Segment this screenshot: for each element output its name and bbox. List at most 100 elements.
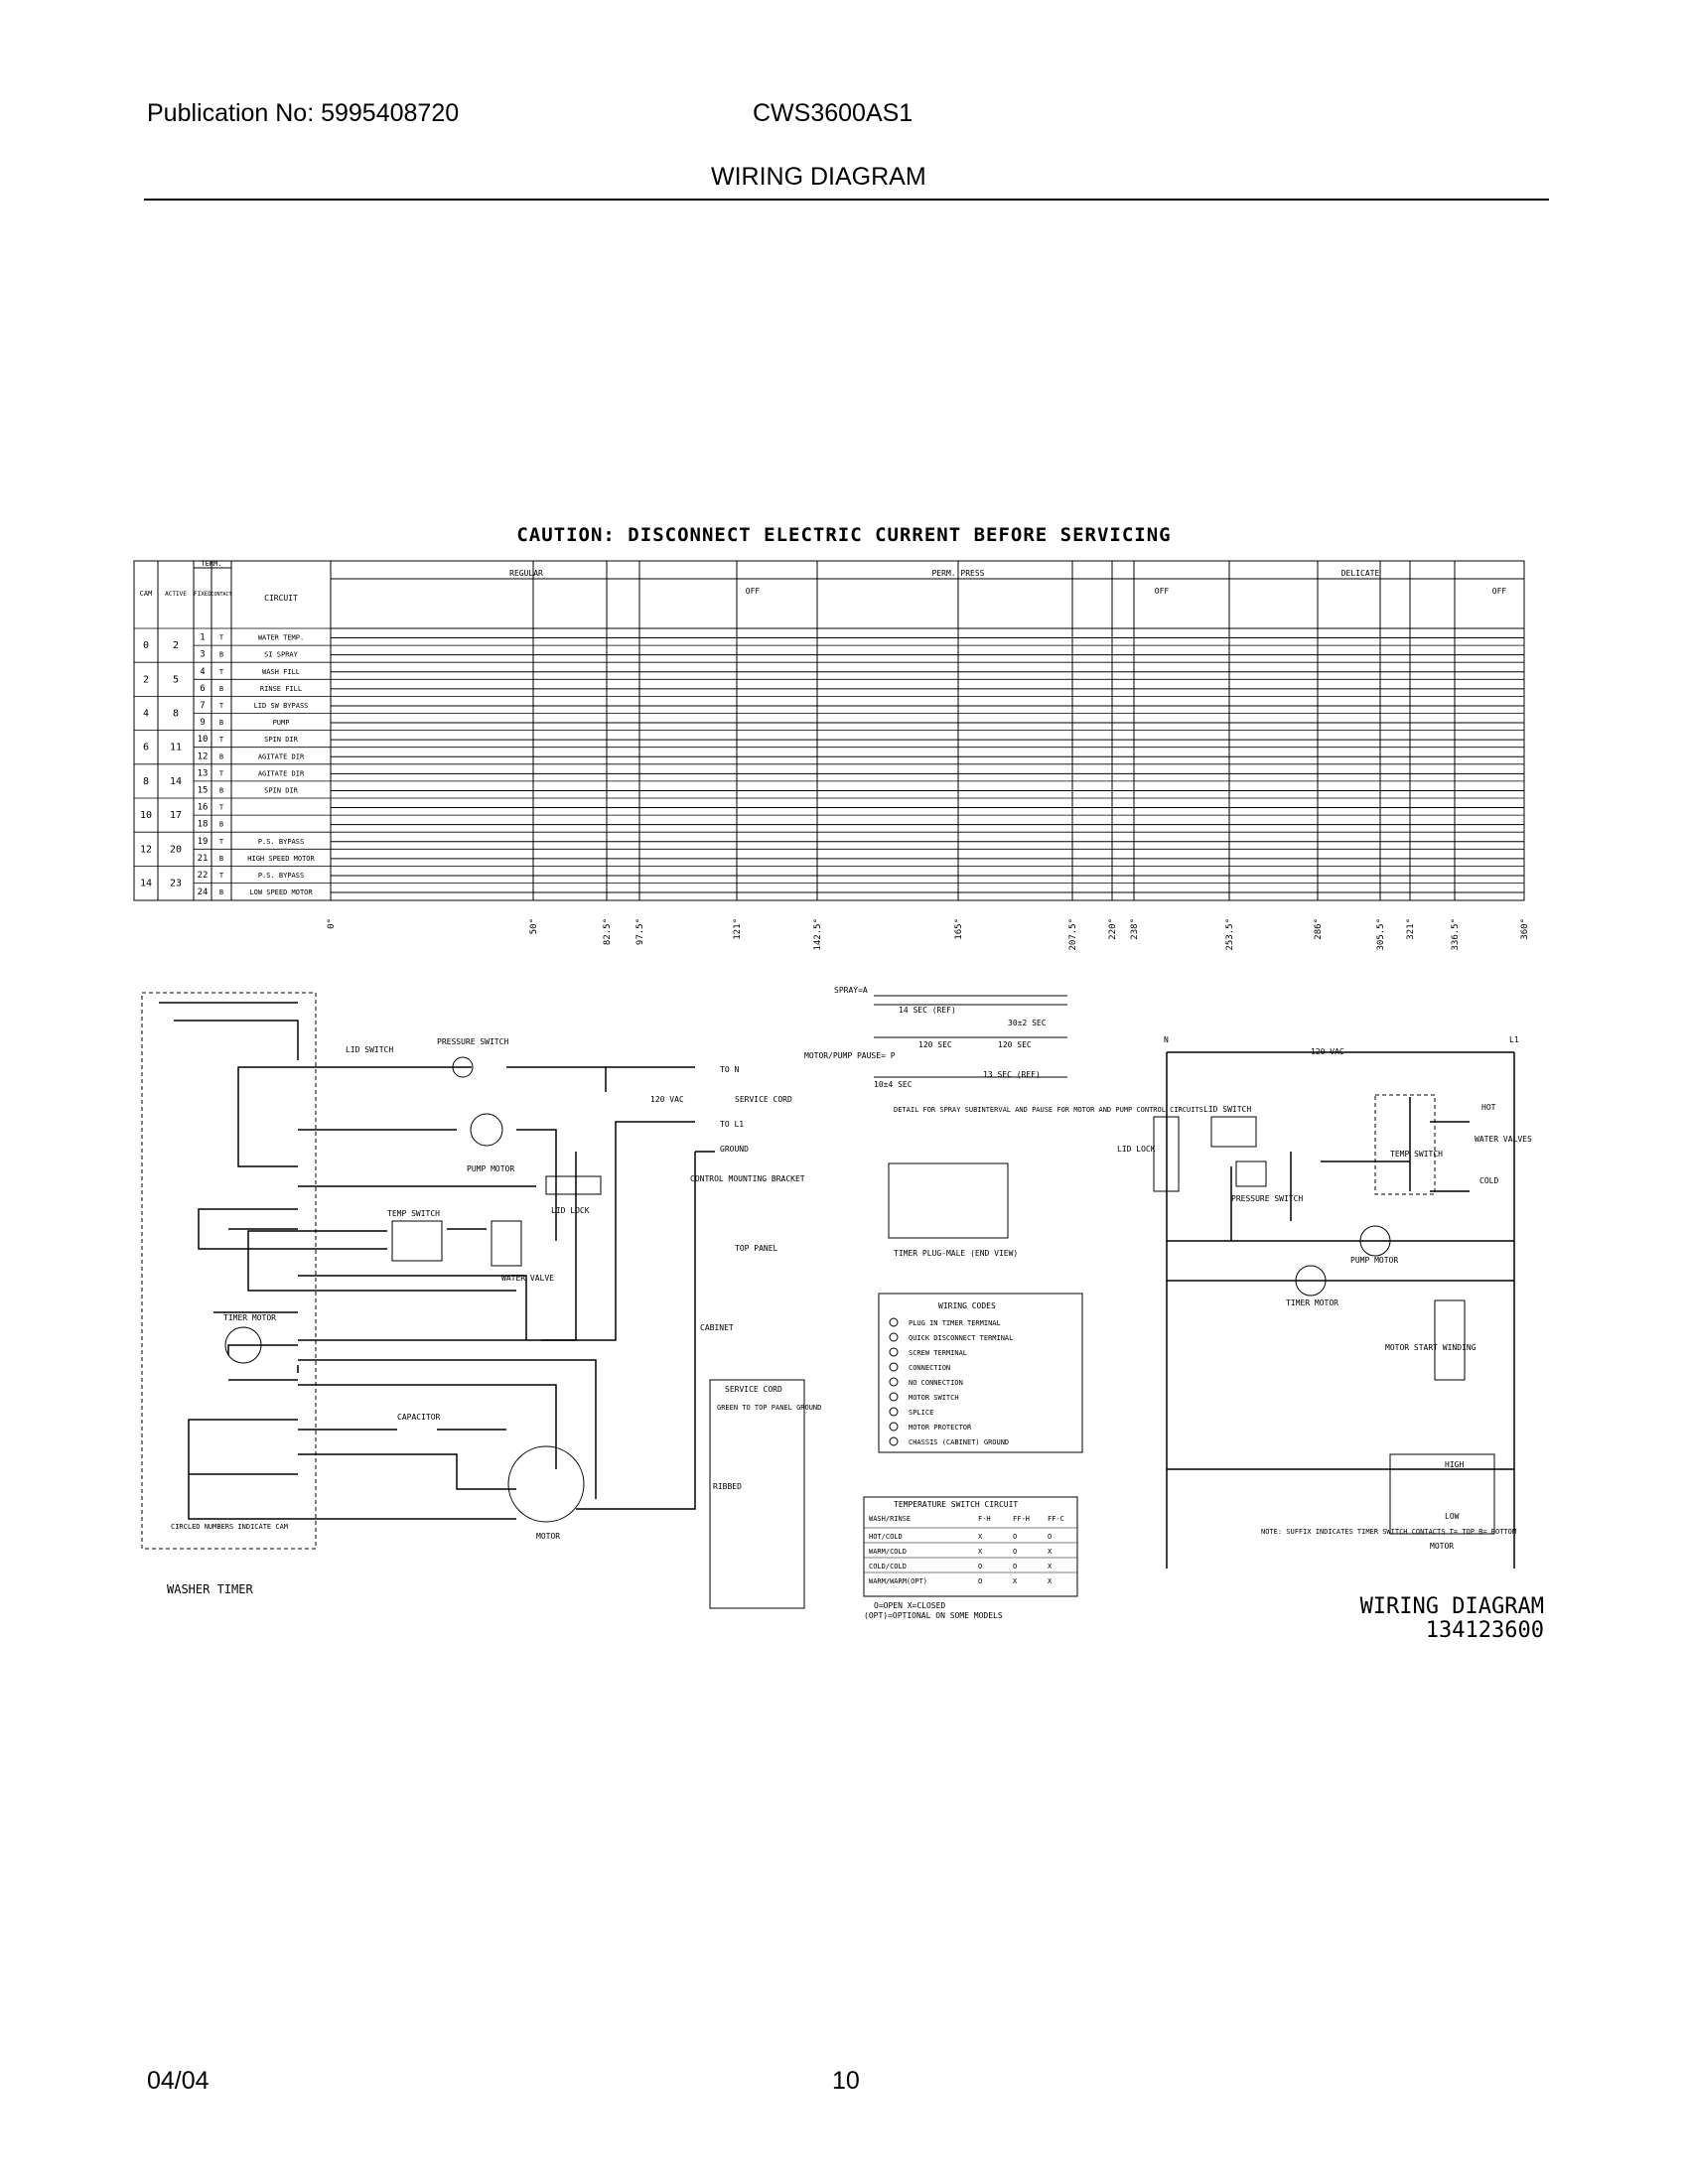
schem-high: HIGH [1445,1460,1464,1469]
schem-cold: COLD [1479,1176,1498,1185]
active-number: 23 [170,879,182,889]
circuit-name: SPIN DIR [264,736,299,744]
cam-number: 8 [143,776,149,787]
water-valve-box [491,1220,522,1267]
temp-table-cell: X [1048,1548,1053,1556]
spray-label: SPRAY=A [834,986,868,995]
temp-table-title: TEMPERATURE SWITCH CIRCUIT [894,1500,1018,1509]
plug-end-view [888,1162,1009,1239]
degree-label: 121° [733,918,743,940]
head-term: TERM. [201,560,221,568]
fixed-number: 4 [200,667,205,677]
schem-timer-motor: TIMER MOTOR [1286,1298,1338,1307]
wiring-codes-box [878,1293,1083,1453]
code-symbol-icon [889,1436,899,1446]
temp-note: (OPT)=OPTIONAL ON SOME MODELS [864,1611,1003,1620]
degree-label: 360° [1520,918,1530,940]
schem-valves: WATER VALVES [1475,1135,1532,1144]
model-number: CWS3600AS1 [753,99,914,127]
schem-lid-switch: LID SWITCH [1203,1105,1251,1114]
spray-detail-lines [874,995,1067,1078]
service-cord-green: GREEN TO TOP PANEL GROUND [717,1404,821,1412]
schematic-start-winding [1434,1299,1466,1381]
temp-table-cell: COLD/COLD [869,1563,907,1570]
schematic-pump-motor [1359,1225,1391,1257]
circuit-name: P.S. BYPASS [258,872,304,880]
service-cord-title: SERVICE CORD [725,1385,782,1394]
fixed-number: 19 [198,837,209,847]
cam-number: 4 [143,709,149,720]
schem-lid-lock: LID LOCK [1117,1145,1156,1154]
degree-label: 220° [1108,918,1118,940]
wiring-code-item: CONNECTION [909,1364,950,1372]
head-circuit: CIRCUIT [264,594,298,603]
footer-page: 10 [832,2067,860,2095]
fixed-number: 13 [198,768,209,778]
temp-table-header: FF-C [1048,1515,1064,1523]
cycle-group: OFF [1155,587,1170,596]
degree-label: 305.5° [1376,918,1386,951]
schem-hot: HOT [1481,1103,1496,1112]
temp-table-cell: X [978,1533,983,1541]
contact-type: T [219,736,224,744]
active-number: 20 [170,844,182,855]
pause-label: MOTOR/PUMP PAUSE= P [804,1051,896,1060]
temp-table-cell: WARM/COLD [869,1548,907,1556]
wiring-code-item: CHASSIS (CABINET) GROUND [909,1438,1009,1446]
wiring-codes-title: WIRING CODES [938,1301,996,1310]
label-lid-lock: LID LOCK [551,1206,590,1215]
temp-switch-box [391,1220,443,1262]
contact-type: B [219,786,223,794]
circuit-name: HIGH SPEED MOTOR [247,855,315,863]
label-to-n: TO N [720,1065,739,1074]
cam-number: 14 [140,879,152,889]
pressure-switch [452,1056,474,1078]
fixed-number: 12 [198,751,209,761]
wiring-code-item: PLUG IN TIMER TERMINAL [909,1319,1001,1327]
fixed-number: 6 [200,684,205,694]
caption-washer-timer: WASHER TIMER [167,1582,253,1596]
schem-120vac: 120 VAC [1311,1047,1344,1056]
code-symbol-icon [889,1377,899,1387]
contact-type: T [219,702,224,710]
code-symbol-icon [889,1407,899,1417]
contact-type: B [219,821,223,829]
spray-14sec: 14 SEC (REF) [899,1006,956,1015]
contact-type: B [219,685,223,693]
schematic-temp-switch [1374,1094,1436,1195]
chart-cols [330,561,1525,900]
degree-label: 97.5° [635,918,645,945]
schem-start-winding: MOTOR START WINDING [1385,1343,1477,1352]
degree-label: 253.5° [1225,918,1235,951]
schematic-timer-motor [1295,1265,1327,1297]
circuit-name: LID SW BYPASS [254,702,309,710]
head-fixed: FIXED [194,591,211,598]
contact-type: B [219,719,223,727]
fixed-number: 15 [198,785,209,795]
code-symbol-icon [889,1317,899,1327]
service-cord-ribbed: RIBBED [713,1482,742,1491]
contact-type: B [219,888,223,896]
temp-table-box [863,1496,1078,1597]
degree-label: 50° [529,918,539,934]
circuit-name: SPIN DIR [264,786,299,794]
temp-table-header: FF-H [1013,1515,1030,1523]
label-control-bracket: CONTROL MOUNTING BRACKET [690,1174,805,1183]
wiring-code-item: SCREW TERMINAL [909,1349,967,1357]
schem-note: NOTE: SUFFIX INDICATES TIMER SWITCH CONT… [1261,1528,1516,1536]
cam-number: 6 [143,743,149,753]
fixed-number: 16 [198,803,209,813]
temp-table-cell: X [1048,1563,1053,1570]
degree-label: 82.5° [603,918,613,945]
pause-10sec: 10±4 SEC [874,1080,913,1089]
schem-motor: MOTOR [1430,1542,1454,1551]
schematic-lid-lock [1153,1116,1180,1192]
circuit-name: WATER TEMP. [258,634,304,642]
pause-13sec: 13 SEC (REF) [983,1070,1041,1079]
spray-caption: DETAIL FOR SPRAY SUBINTERVAL AND PAUSE F… [894,1106,1207,1114]
chart-bars [331,637,1524,893]
cam-number: 12 [140,844,152,855]
